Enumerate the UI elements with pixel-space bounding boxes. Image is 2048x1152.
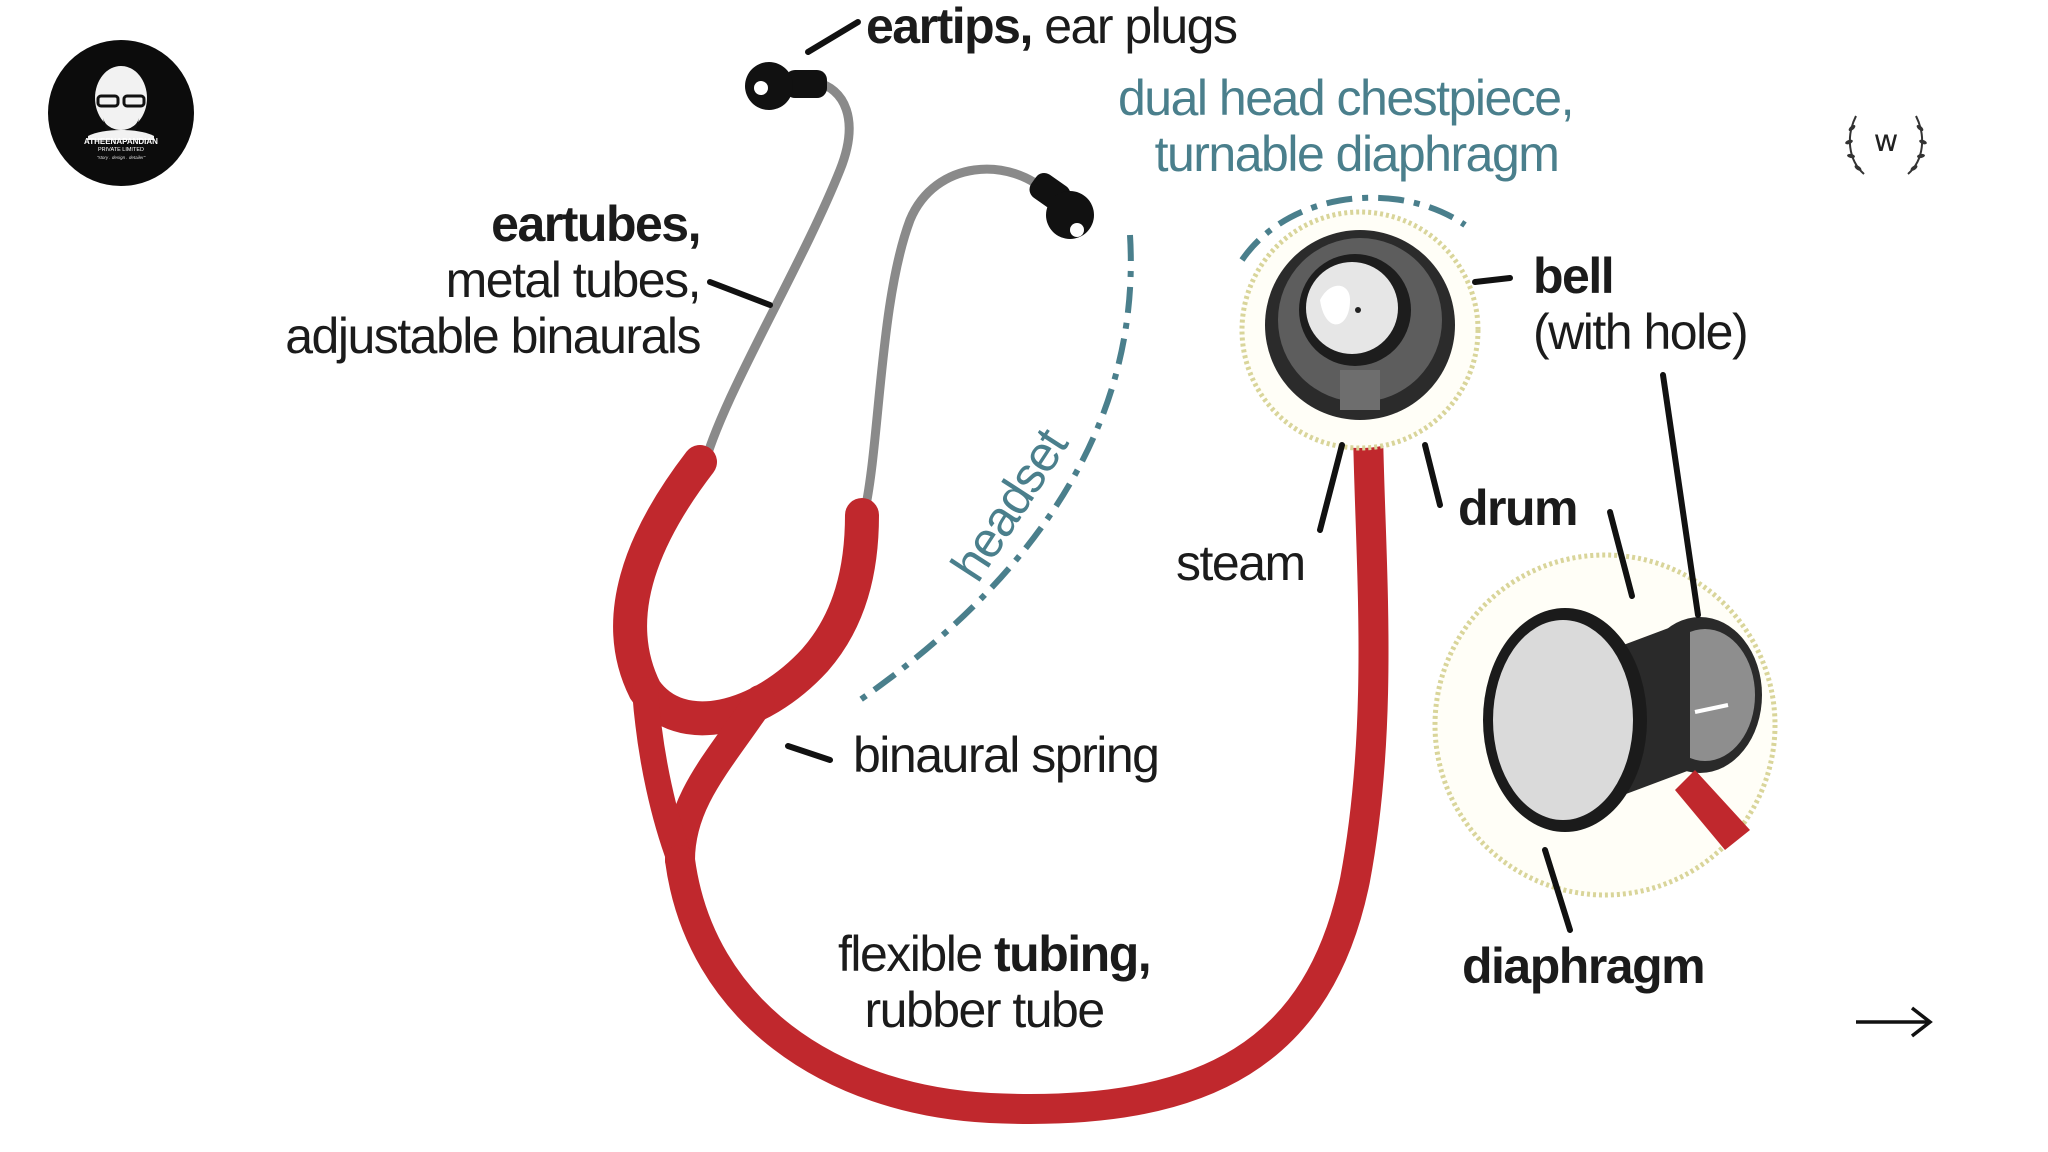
- leader-steam: [1317, 442, 1345, 533]
- headset-arc: [858, 234, 1134, 703]
- eartubes-line2: metal tubes,: [445, 252, 702, 308]
- leader-diaphragm: [1542, 847, 1573, 933]
- label-tubing: flexible tubing, rubber tube: [838, 926, 1152, 1038]
- logo-sub: PRIVATE LIMITED: [98, 147, 144, 153]
- leader-drum-side: [1607, 509, 1635, 599]
- arrow-right-icon: [1856, 1006, 1933, 1038]
- eartips-bold: eartips,: [866, 0, 1033, 54]
- label-chestpiece: dual head chestpiece, turnable diaphragm: [1118, 70, 1574, 182]
- bell-line2: (with hole): [1533, 304, 1749, 360]
- label-drum: drum: [1458, 480, 1579, 536]
- leader-drum-top: [1422, 442, 1443, 508]
- tubing-plain: flexible: [838, 926, 995, 982]
- red-main-tube: [665, 415, 1389, 1124]
- laurel-badge: w: [1838, 108, 1934, 184]
- label-diaphragm: diaphragm: [1462, 938, 1706, 994]
- bald-man-icon: [88, 66, 154, 140]
- leader-eartubes: [707, 279, 773, 308]
- chestpiece-line2: turnable diaphragm: [1154, 126, 1560, 182]
- label-binaural-spring: binaural spring: [853, 727, 1160, 783]
- chestpiece-top: [1239, 209, 1481, 451]
- red-yoke-left: [613, 445, 879, 736]
- label-bell: bell (with hole): [1533, 248, 1749, 360]
- leader-eartips: [805, 19, 861, 55]
- tubing-line2: rubber tube: [864, 982, 1105, 1038]
- label-eartubes: eartubes, metal tubes, adjustable binaur…: [200, 196, 702, 364]
- laurel-icon: [1845, 115, 1927, 175]
- leader-bell: [1472, 275, 1513, 285]
- red-spring-left: [632, 677, 693, 873]
- left-eartip: [745, 62, 827, 110]
- label-eartips: eartips, ear plugs: [866, 0, 1238, 54]
- eartubes-line3: adjustable binaurals: [285, 308, 701, 364]
- badge-letter: w: [1873, 124, 1899, 159]
- logo-name: ATHEENAPANDIAN: [84, 137, 158, 146]
- tubing-bold: tubing,: [994, 926, 1152, 982]
- right-eartube: [860, 164, 1055, 515]
- bell-line1: bell: [1533, 248, 1615, 304]
- chestpiece-line1: dual head chestpiece,: [1118, 70, 1574, 126]
- eartips-rest: ear plugs: [1031, 0, 1238, 54]
- leader-spring: [785, 743, 833, 763]
- chestpiece-arc: [1239, 194, 1467, 262]
- eartubes-line1: eartubes,: [491, 196, 701, 252]
- left-eartube: [698, 77, 854, 475]
- right-eartip: [1029, 172, 1094, 239]
- label-steam: steam: [1176, 535, 1306, 591]
- chestpiece-side: [1432, 552, 1778, 898]
- leader-bell-side: [1660, 372, 1701, 618]
- company-logo[interactable]: ATHEENAPANDIAN PRIVATE LIMITED "story . …: [48, 40, 194, 186]
- next-slide-button[interactable]: [1852, 990, 1936, 1050]
- logo-tagline: "story . design . detailer": [96, 155, 146, 160]
